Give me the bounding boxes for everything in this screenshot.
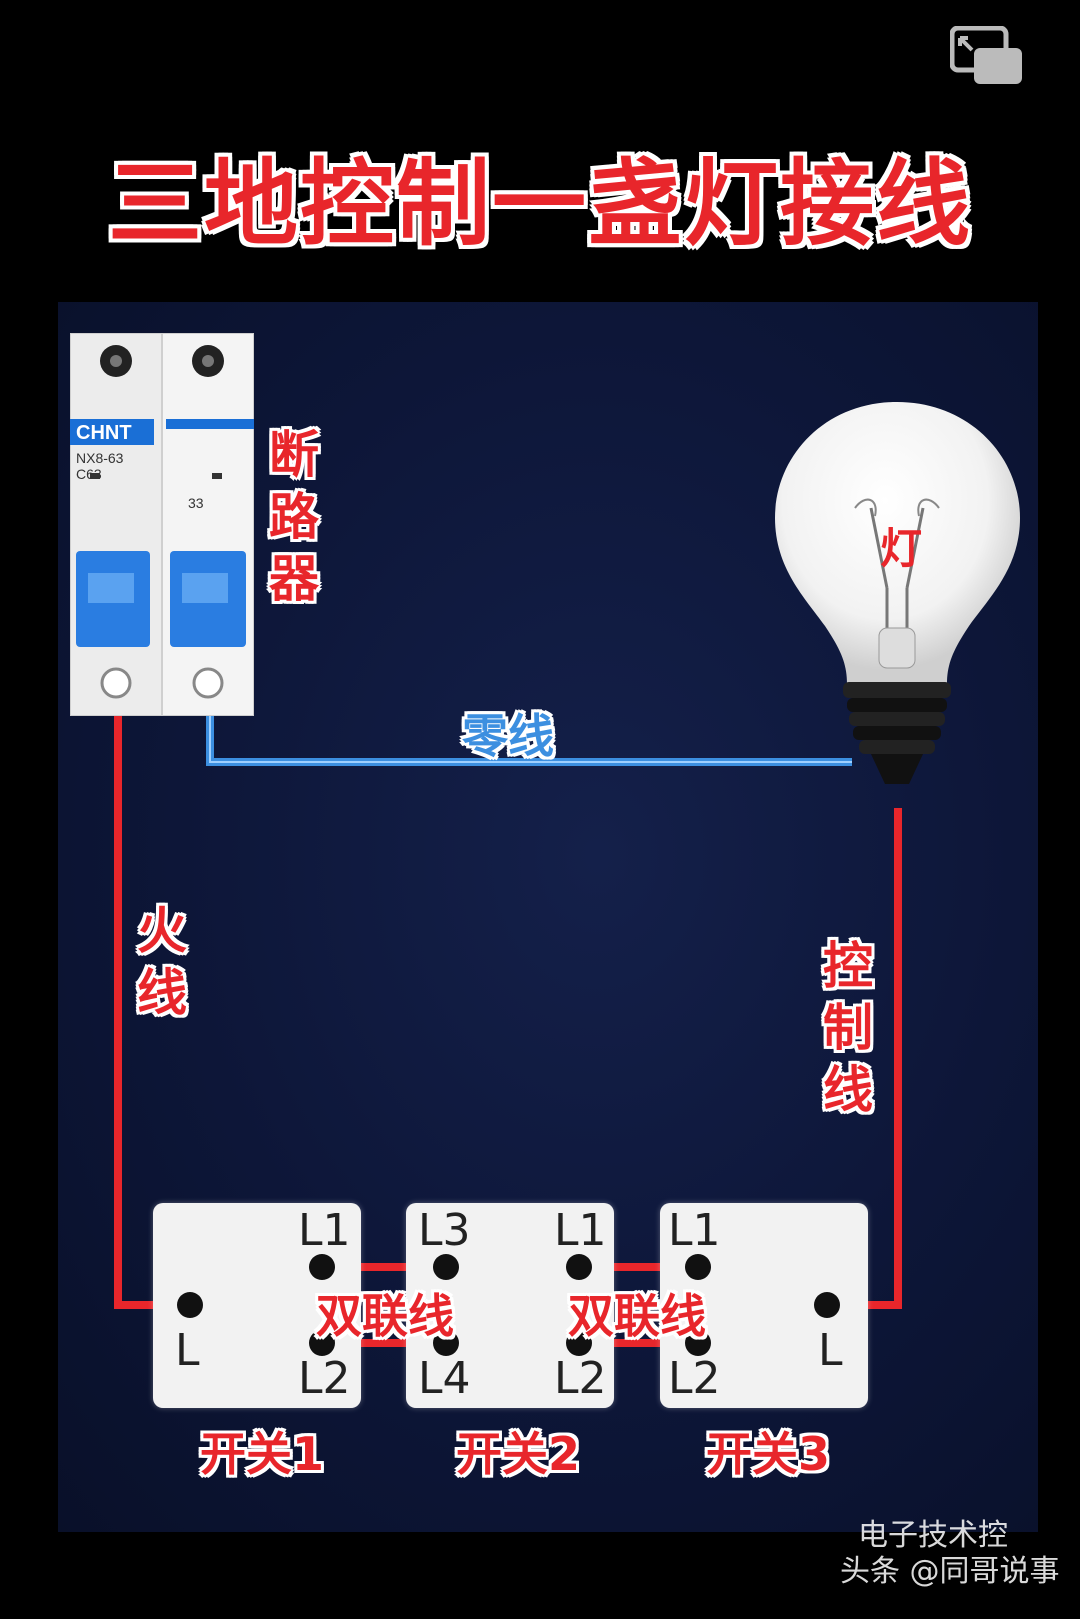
switch-1-dot-l2: [309, 1330, 335, 1356]
live-wire-label: 火线: [137, 902, 187, 1022]
switch-1-dot-l: [177, 1292, 203, 1318]
switch-3-label: 开关3: [706, 1427, 831, 1481]
switch-3-terminal-l: L: [818, 1325, 843, 1376]
svg-text:33: 33: [188, 495, 204, 511]
breaker-model: NX8-63: [76, 450, 124, 466]
switch-1: L1 L2 L: [153, 1203, 361, 1408]
neutral-wire-label: 零线: [462, 709, 554, 763]
lamp-label: 灯: [880, 524, 923, 573]
switch-2-terminal-l2: L2: [554, 1353, 607, 1404]
switch-1-terminal-l2: L2: [298, 1353, 351, 1404]
switch-3-terminal-l2: L2: [668, 1353, 721, 1404]
breaker-rating: C63: [76, 466, 102, 482]
watermark-line-1: 电子技术控: [858, 1518, 1008, 1553]
double-link-label-1: 双联线: [316, 1289, 454, 1343]
switch-2-terminal-l3: L3: [418, 1205, 471, 1256]
switch-1-label: 开关1: [200, 1427, 325, 1481]
picture-in-picture-icon[interactable]: [950, 26, 1024, 86]
switch-3: L1 L2 L: [660, 1203, 868, 1408]
switch-1-terminal-l: L: [175, 1325, 200, 1376]
breaker-label: 断路器: [269, 426, 319, 608]
circuit-breaker-image: CHNT NX8-63 C63 33: [70, 333, 254, 716]
switch-2-terminal-l4: L4: [418, 1353, 471, 1404]
control-wire-label: 控制线: [823, 937, 873, 1119]
page-title: 三地控制一盏灯接线: [107, 150, 972, 259]
switch-2-terminal-l1: L1: [554, 1205, 607, 1256]
switch-2-label: 开关2: [456, 1427, 581, 1481]
switch-1-terminal-l1: L1: [298, 1205, 351, 1256]
switch-2: L3 L4 L1 L2: [406, 1203, 614, 1408]
breaker-brand: CHNT: [76, 422, 132, 444]
watermark: 电子技术控 头条 @同哥说事: [840, 1518, 1060, 1590]
switch-3-terminal-l1: L1: [668, 1205, 721, 1256]
double-link-label-2: 双联线: [568, 1289, 706, 1343]
light-bulb-image: [775, 402, 1020, 784]
switch-1-dot-l1: [309, 1254, 335, 1280]
watermark-line-2: 头条 @同哥说事: [840, 1554, 1060, 1589]
